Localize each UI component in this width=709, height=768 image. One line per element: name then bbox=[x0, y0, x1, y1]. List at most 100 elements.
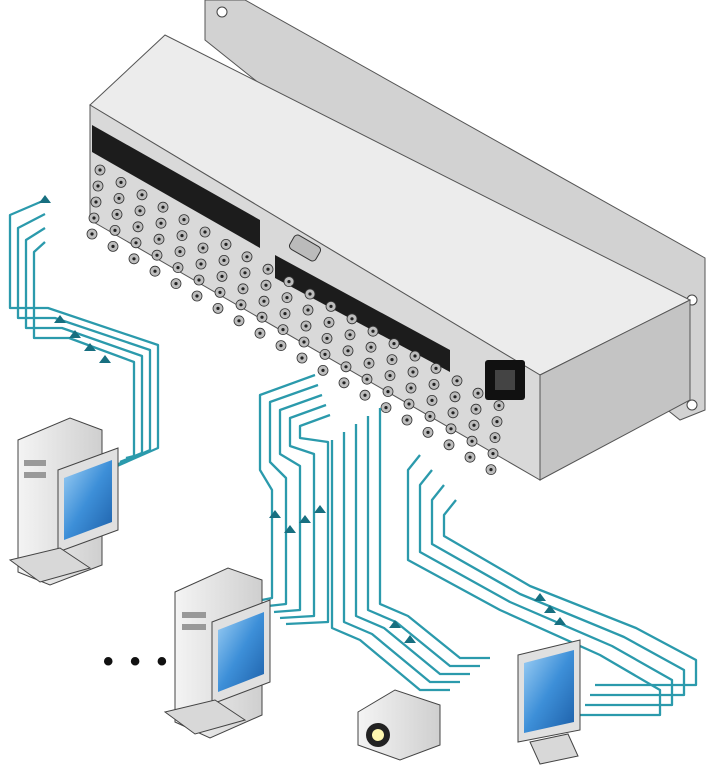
bnc-pin bbox=[285, 296, 289, 300]
bnc-pin bbox=[94, 200, 98, 204]
bnc-pin bbox=[283, 312, 287, 316]
bnc-pin bbox=[260, 315, 264, 319]
bnc-pin bbox=[453, 395, 457, 399]
bnc-pin bbox=[266, 267, 270, 271]
bnc-pin bbox=[350, 317, 354, 321]
bnc-pin bbox=[329, 304, 333, 308]
bnc-pin bbox=[388, 374, 392, 378]
bnc-pin bbox=[371, 329, 375, 333]
monitor-screen bbox=[524, 650, 574, 733]
bnc-pin bbox=[174, 282, 178, 286]
rack-hole-icon bbox=[686, 399, 698, 411]
terminal-block-row bbox=[92, 125, 260, 248]
bnc-pin bbox=[178, 250, 182, 254]
bnc-pin bbox=[220, 274, 224, 278]
bnc-pin bbox=[468, 455, 472, 459]
bnc-pin bbox=[428, 414, 432, 418]
bnc-pin bbox=[304, 324, 308, 328]
bnc-pin bbox=[430, 398, 434, 402]
projector-lens-light bbox=[372, 729, 384, 741]
bnc-pin bbox=[407, 402, 411, 406]
arrow-icon bbox=[299, 515, 311, 523]
bnc-pin bbox=[243, 271, 247, 275]
keyboard-icon bbox=[163, 699, 247, 735]
cable-bundle-left bbox=[8, 198, 160, 472]
monitor-stand bbox=[529, 733, 579, 765]
bnc-pin bbox=[224, 242, 228, 246]
bnc-pin bbox=[434, 366, 438, 370]
projector-icon bbox=[357, 689, 441, 761]
bnc-pin bbox=[92, 216, 96, 220]
bnc-pin bbox=[281, 328, 285, 332]
bnc-pin bbox=[117, 196, 121, 200]
bnc-pin bbox=[113, 228, 117, 232]
bnc-pin bbox=[367, 361, 371, 365]
arrow-icon bbox=[554, 617, 566, 625]
bnc-pin bbox=[222, 258, 226, 262]
bnc-pin bbox=[195, 294, 199, 298]
bnc-pin bbox=[390, 358, 394, 362]
monitor-screen bbox=[64, 460, 112, 540]
bnc-pin bbox=[432, 382, 436, 386]
bnc-pin bbox=[476, 391, 480, 395]
bnc-pin bbox=[258, 331, 262, 335]
bnc-pin bbox=[134, 241, 138, 245]
bnc-pin bbox=[136, 225, 140, 229]
bnc-pin bbox=[132, 257, 136, 261]
computer-workstation-center bbox=[163, 567, 271, 739]
bnc-pin bbox=[392, 342, 396, 346]
bnc-pin bbox=[474, 407, 478, 411]
bnc-pin bbox=[411, 370, 415, 374]
bnc-pin bbox=[140, 193, 144, 197]
monitor-screen bbox=[218, 612, 264, 692]
bnc-pin bbox=[159, 221, 163, 225]
bnc-pin bbox=[119, 180, 123, 184]
bnc-pin bbox=[300, 356, 304, 360]
bnc-pin bbox=[409, 386, 413, 390]
bnc-pin bbox=[346, 349, 350, 353]
drive-bay bbox=[24, 472, 46, 478]
cable-bundle-center bbox=[258, 373, 331, 626]
arrow-icon bbox=[534, 593, 546, 601]
bnc-connector-array bbox=[86, 164, 505, 476]
bnc-pin bbox=[327, 320, 331, 324]
serial-port-icon bbox=[288, 234, 322, 262]
arrow-icon bbox=[54, 315, 66, 323]
terminal-block-row bbox=[275, 255, 450, 372]
bnc-pin bbox=[111, 244, 115, 248]
bnc-pin bbox=[201, 246, 205, 250]
bnc-pin bbox=[262, 299, 266, 303]
bnc-pin bbox=[308, 292, 312, 296]
arrow-icon bbox=[69, 330, 81, 338]
display-monitor bbox=[517, 639, 581, 765]
bnc-pin bbox=[447, 443, 451, 447]
arrow-icon bbox=[284, 525, 296, 533]
arrow-icon bbox=[99, 355, 111, 363]
bnc-pin bbox=[199, 262, 203, 266]
bnc-pin bbox=[245, 255, 249, 259]
bnc-pin bbox=[451, 411, 455, 415]
bnc-pin bbox=[264, 283, 268, 287]
bnc-pin bbox=[216, 306, 220, 310]
bnc-pin bbox=[386, 390, 390, 394]
more-devices-ellipsis: • • • bbox=[103, 645, 172, 678]
bnc-pin bbox=[176, 266, 180, 270]
bnc-pin bbox=[237, 319, 241, 323]
bnc-pin bbox=[302, 340, 306, 344]
bnc-pin bbox=[405, 418, 409, 422]
bnc-pin bbox=[153, 269, 157, 273]
bnc-pin bbox=[497, 404, 501, 408]
bnc-pin bbox=[342, 381, 346, 385]
arrow-icon bbox=[404, 635, 416, 643]
bnc-pin bbox=[493, 436, 497, 440]
bnc-pin bbox=[197, 278, 201, 282]
bnc-pin bbox=[203, 230, 207, 234]
bnc-pin bbox=[115, 212, 119, 216]
bnc-pin bbox=[279, 344, 283, 348]
arrow-icon bbox=[314, 505, 326, 513]
bnc-pin bbox=[472, 423, 476, 427]
bnc-pin bbox=[218, 290, 222, 294]
arrow-icon bbox=[269, 510, 281, 518]
